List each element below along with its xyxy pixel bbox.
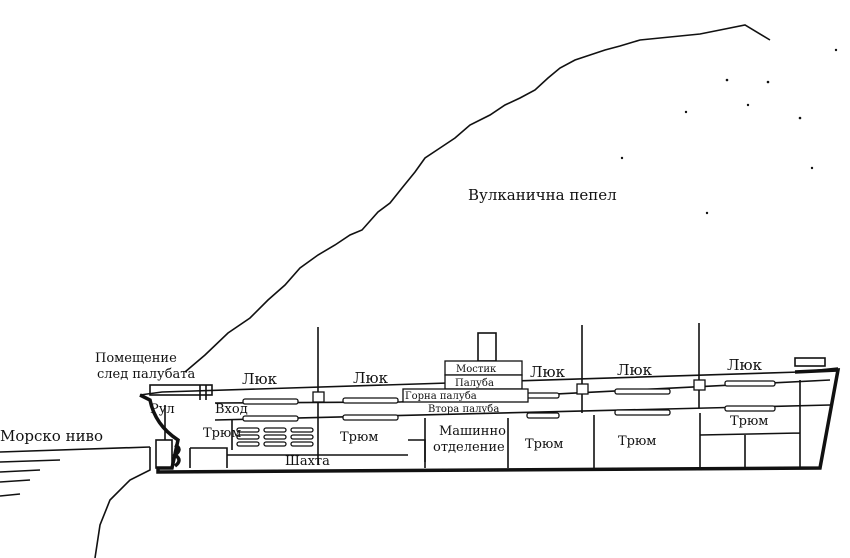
label-aft-room-2: след палубата bbox=[97, 367, 195, 382]
label-volcanic-ash: Вулканична пепел bbox=[468, 186, 617, 204]
label-engine-room-1: Машинно bbox=[439, 424, 506, 439]
label-hatch: Люк bbox=[353, 369, 389, 387]
label-upper-deck: Горна палуба bbox=[405, 391, 477, 402]
cargo-stacks bbox=[236, 427, 314, 447]
label-bridge: Мостик bbox=[456, 364, 497, 375]
label-hold: Трюм bbox=[525, 437, 563, 452]
label-entrance: Вход bbox=[215, 402, 248, 417]
label-aft-room-1: Помещение bbox=[95, 351, 177, 366]
masts bbox=[312, 323, 706, 465]
label-hold: Трюм bbox=[618, 434, 656, 449]
label-rudder: Рул bbox=[150, 402, 175, 417]
label-hold: Трюм bbox=[203, 426, 241, 441]
aft-deck-room bbox=[149, 384, 213, 396]
label-engine-room-2: отделение bbox=[433, 440, 505, 455]
label-second-deck: Втора палуба bbox=[428, 404, 499, 415]
label-hatch: Люк bbox=[530, 363, 566, 381]
superstructure bbox=[402, 332, 826, 403]
label-hold: Трюм bbox=[730, 414, 768, 429]
ash-boundary-line bbox=[184, 24, 771, 373]
compartments bbox=[189, 380, 801, 468]
label-shaft: Шахта bbox=[285, 454, 330, 469]
rudder-propeller bbox=[155, 405, 181, 469]
label-deck: Палуба bbox=[455, 378, 494, 389]
label-hatch: Люк bbox=[242, 370, 278, 388]
label-hatch: Люк bbox=[727, 356, 763, 374]
hull bbox=[139, 368, 841, 474]
label-sea-level: Морско ниво bbox=[0, 427, 103, 445]
ash-specks bbox=[620, 48, 838, 215]
label-hatch: Люк bbox=[617, 361, 653, 379]
hatch-covers bbox=[242, 380, 776, 422]
label-hold: Трюм bbox=[340, 430, 378, 445]
sea bbox=[0, 446, 151, 558]
